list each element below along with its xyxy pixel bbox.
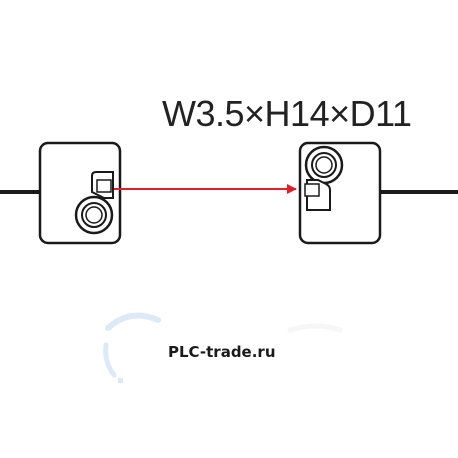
receiver-sensor (298, 141, 382, 245)
receiver-mount-hole-inner (315, 156, 333, 174)
watermark-logo (103, 312, 343, 383)
emitter-sensor (38, 141, 122, 245)
dimension-label: W3.5×H14×D11 (162, 93, 412, 134)
emitter-mount-hole-inner (85, 206, 103, 224)
watermark-text: PLC-trade.ru (168, 343, 276, 361)
